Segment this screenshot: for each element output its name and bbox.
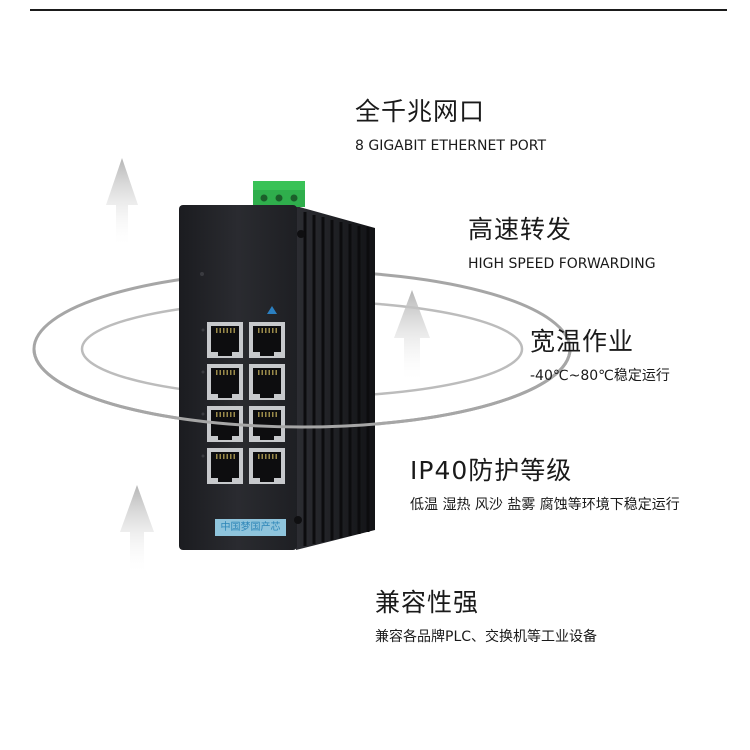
ethernet-port (249, 322, 285, 358)
feature-wide-temperature: 宽温作业 -40℃~80℃稳定运行 (530, 327, 670, 385)
ethernet-port (249, 406, 285, 442)
feature-title: 兼容性强 (375, 588, 480, 617)
up-arrow-icons (106, 158, 430, 572)
ethernet-port (249, 448, 285, 484)
feature-description: HIGH SPEED FORWARDING (468, 256, 656, 272)
feature-description: 兼容各品牌PLC、交换机等工业设备 (375, 629, 598, 645)
ethernet-port (249, 364, 285, 400)
power-terminal-block (253, 181, 305, 207)
ethernet-port (201, 322, 243, 358)
ethernet-port (201, 364, 243, 400)
feature-high-speed: 高速转发 HIGH SPEED FORWARDING (468, 215, 656, 273)
device-brand-label: 中国梦国产芯 (215, 519, 286, 536)
feature-title: 全千兆网口 (355, 97, 486, 126)
feature-ip40-protection: IP40防护等级 低温 湿热 风沙 盐雾 腐蚀等环境下稳定运行 (410, 456, 680, 514)
feature-description: 8 GIGABIT ETHERNET PORT (355, 138, 547, 154)
feature-gigabit-ports: 全千兆网口 8 GIGABIT ETHERNET PORT (355, 97, 546, 155)
feature-description: 低温 湿热 风沙 盐雾 腐蚀等环境下稳定运行 (410, 497, 680, 513)
feature-title: 宽温作业 (530, 327, 635, 356)
feature-title: 高速转发 (468, 215, 573, 244)
top-divider-line (30, 9, 727, 11)
feature-compatibility: 兼容性强 兼容各品牌PLC、交换机等工业设备 (375, 588, 597, 646)
switch-side-panel (296, 206, 375, 550)
feature-description: -40℃~80℃稳定运行 (530, 368, 670, 384)
feature-title: IP40防护等级 (410, 456, 573, 485)
ethernet-port (201, 448, 243, 484)
rotation-ring-front (32, 348, 572, 429)
